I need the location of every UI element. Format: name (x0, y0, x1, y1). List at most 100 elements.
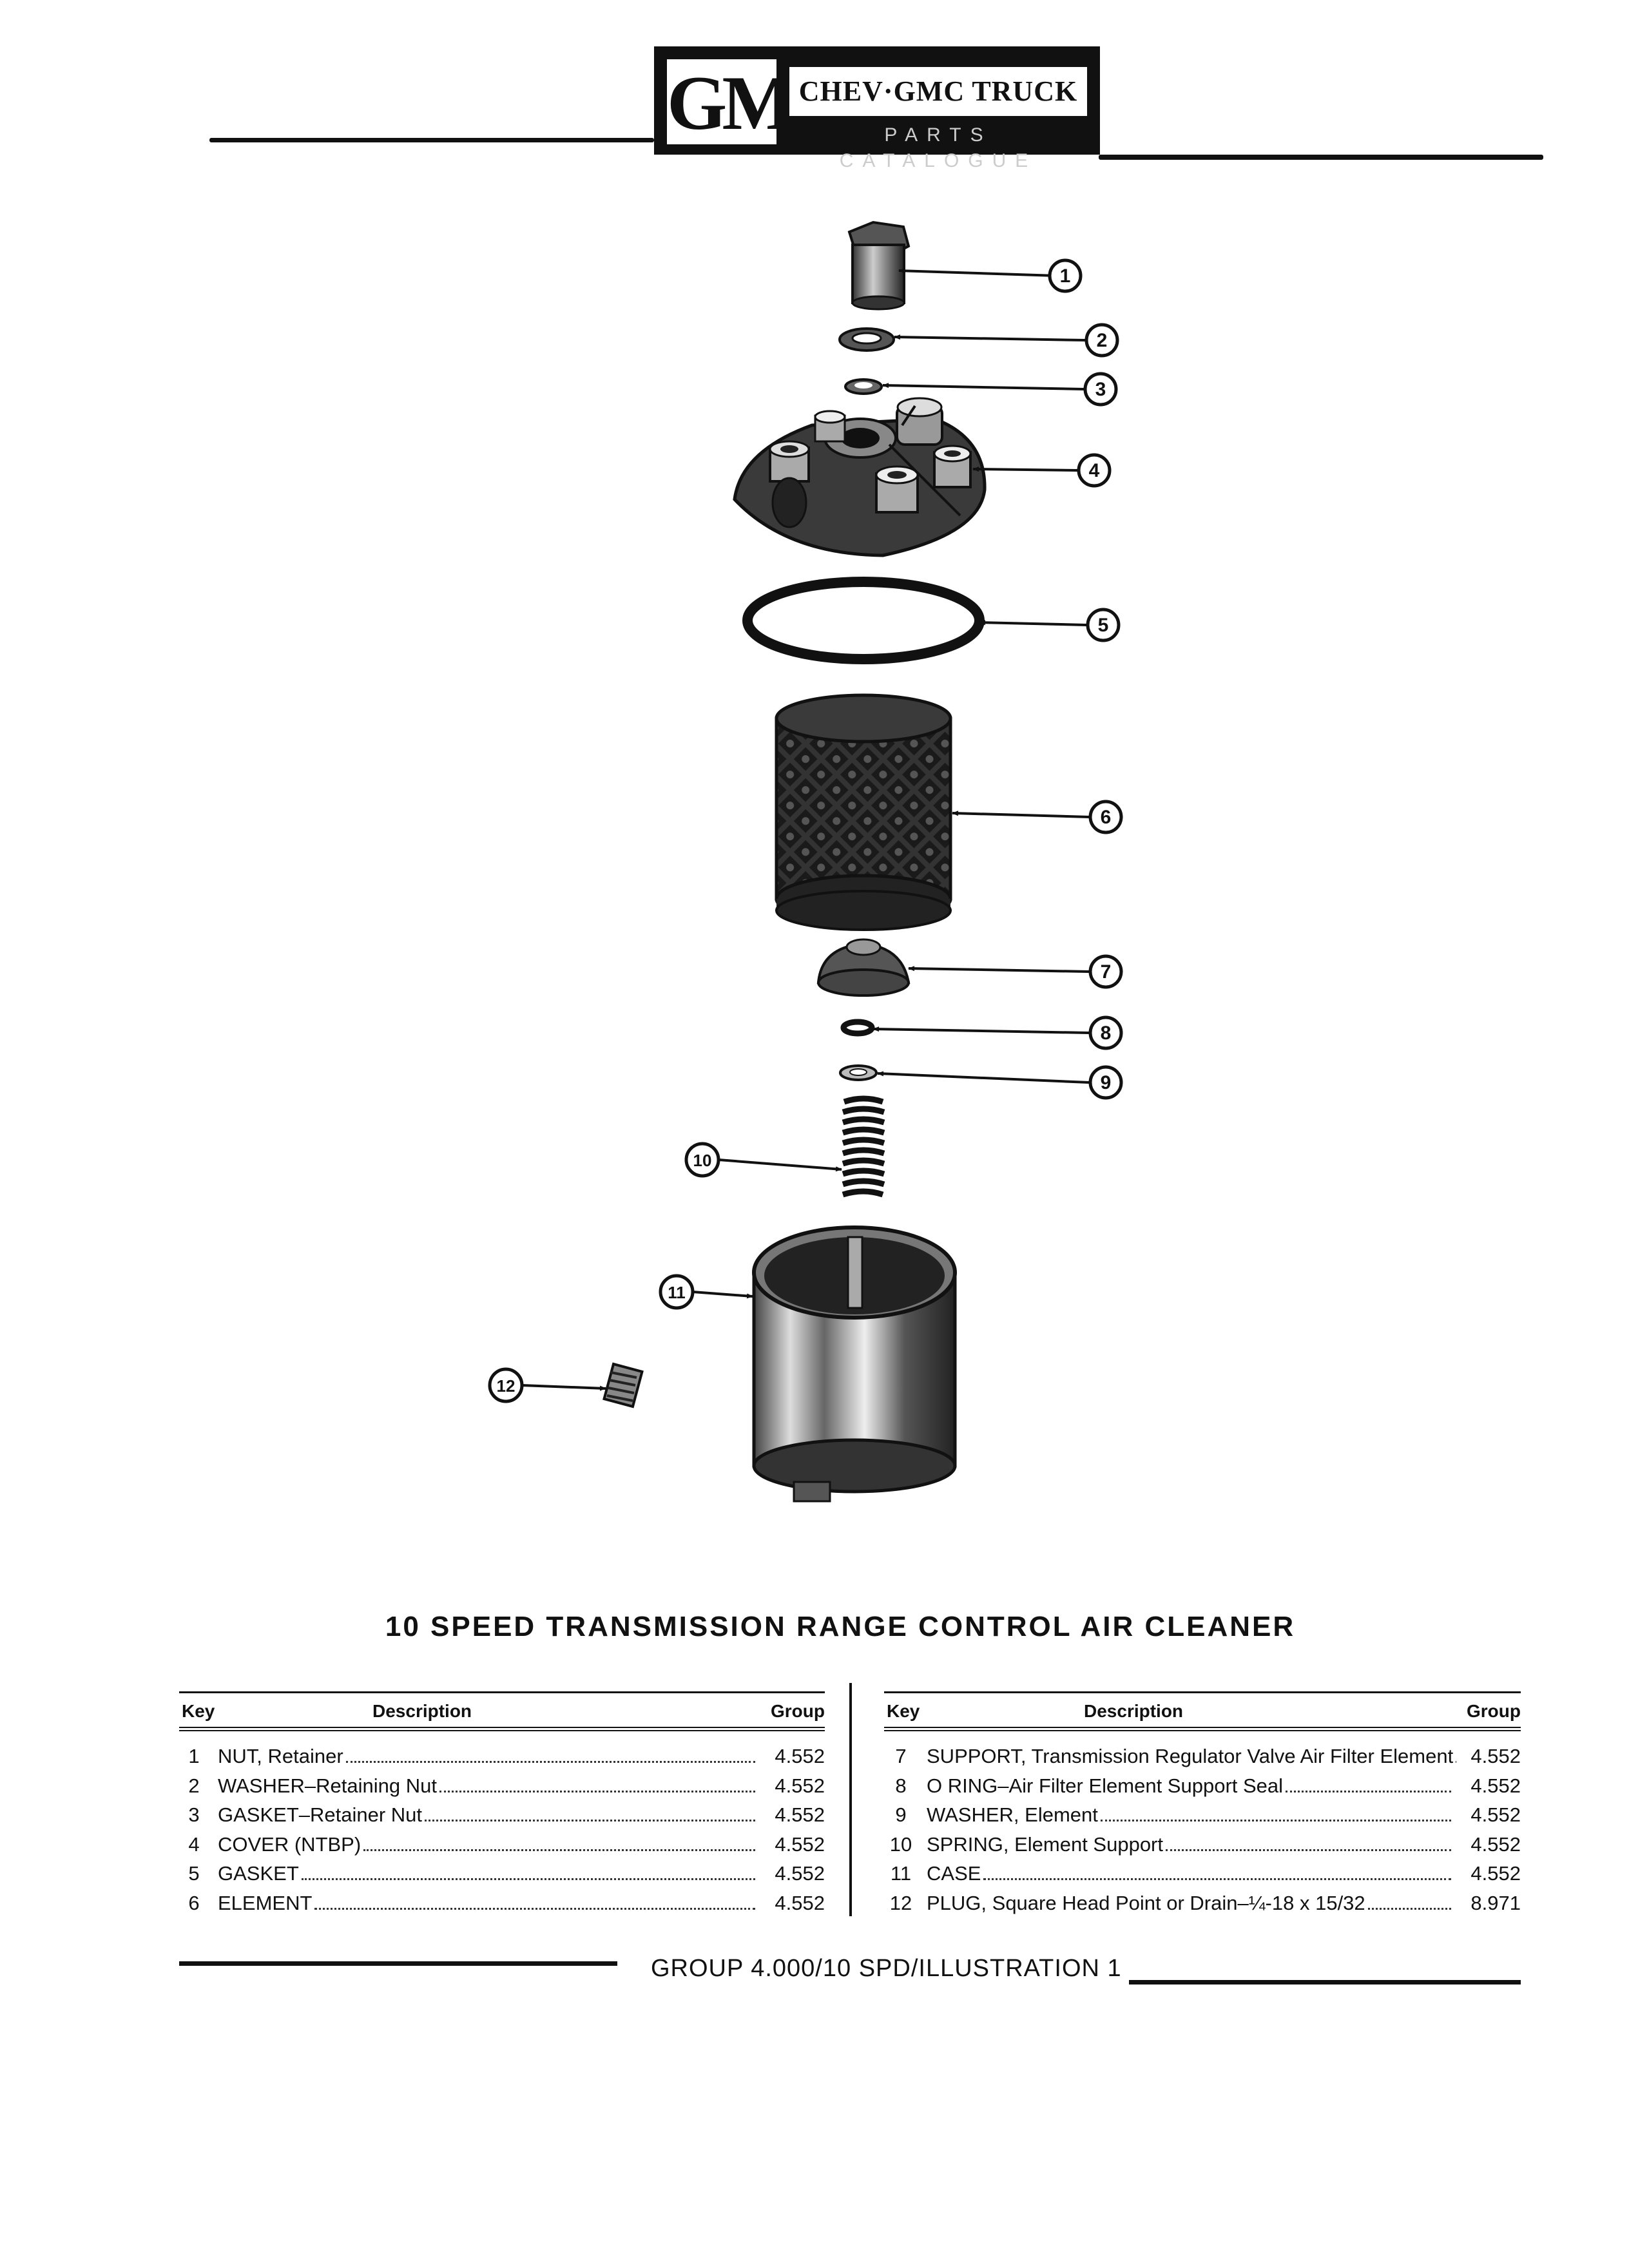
table-body: 1 NUT, Retainer 4.552 2 WASHER–Retaining… (179, 1731, 825, 1917)
callout-11: 11 (659, 1274, 695, 1310)
callout-5: 5 (1086, 608, 1121, 642)
table-row: 4 COVER (NTBP) 4.552 (179, 1830, 825, 1860)
exploded-view-illustration: 1 2 3 4 5 6 7 8 9 10 11 12 (488, 220, 1123, 1503)
svg-text:12: 12 (497, 1376, 516, 1396)
part-8-o-ring (840, 1019, 875, 1037)
part-description: WASHER–Retaining Nut (218, 1774, 437, 1797)
callout-leaders (521, 268, 1090, 1391)
part-6-element (775, 693, 952, 931)
part-description: CASE (927, 1862, 981, 1885)
header-rule (1099, 155, 1543, 160)
part-1-nut-retainer (847, 220, 911, 311)
part-description: COVER (NTBP) (218, 1832, 361, 1856)
svg-text:5: 5 (1098, 615, 1109, 636)
table-row: 8 O RING–Air Filter Element Support Seal… (884, 1771, 1521, 1801)
part-key: 4 (188, 1832, 200, 1856)
svg-text:9: 9 (1101, 1072, 1112, 1093)
part-group: 8.971 (1470, 1891, 1521, 1914)
part-key: 2 (188, 1774, 200, 1797)
part-description: NUT, Retainer (218, 1745, 343, 1767)
table-row: 9 WASHER, Element 4.552 (884, 1800, 1521, 1830)
column-header-group: Group (771, 1701, 825, 1721)
table-row: 2 WASHER–Retaining Nut 4.552 (179, 1771, 825, 1801)
callout-4: 4 (1077, 453, 1112, 488)
part-3-gasket (844, 378, 883, 395)
part-description: WASHER, Element (927, 1803, 1098, 1826)
svg-text:2: 2 (1097, 330, 1108, 351)
callout-6: 6 (1088, 800, 1123, 834)
svg-text:11: 11 (668, 1283, 686, 1302)
svg-text:7: 7 (1101, 961, 1112, 983)
table-row: 1 NUT, Retainer 4.552 (179, 1742, 825, 1771)
header-rule (209, 138, 654, 142)
part-description: O RING–Air Filter Element Support Seal (927, 1774, 1284, 1797)
part-description: GASKET–Retainer Nut (218, 1803, 423, 1826)
callout-9: 9 (1088, 1065, 1123, 1100)
part-key: 3 (188, 1803, 200, 1826)
part-group: 4.552 (775, 1862, 825, 1885)
part-key: 6 (188, 1891, 200, 1914)
illustration-title: 10 SPEED TRANSMISSION RANGE CONTROL AIR … (385, 1611, 1296, 1642)
table-body: 7 SUPPORT, Transmission Regulator Valve … (884, 1731, 1521, 1917)
callout-2: 2 (1084, 323, 1119, 358)
callout-3: 3 (1083, 372, 1118, 407)
part-key: 10 (889, 1832, 912, 1856)
svg-text:1: 1 (1060, 265, 1071, 287)
part-key: 11 (890, 1862, 912, 1885)
part-key: 7 (895, 1745, 907, 1767)
parts-table-left: Key Description Group 1 NUT, Retainer 4.… (179, 1691, 825, 1917)
part-key: 12 (889, 1891, 912, 1914)
column-header-description: Description (1084, 1701, 1184, 1721)
column-header-key: Key (182, 1701, 215, 1721)
svg-text:6: 6 (1101, 807, 1112, 828)
part-7-support (816, 938, 911, 997)
part-description: ELEMENT (218, 1891, 313, 1914)
column-divider (849, 1683, 852, 1916)
svg-text:8: 8 (1101, 1023, 1112, 1044)
part-group: 4.552 (775, 1803, 825, 1826)
part-key: 1 (188, 1745, 200, 1767)
part-group: 4.552 (775, 1891, 825, 1914)
column-header-description: Description (372, 1701, 472, 1721)
column-header-group: Group (1467, 1701, 1521, 1721)
column-header-key: Key (887, 1701, 920, 1721)
part-key: 8 (895, 1774, 907, 1797)
part-description: SPRING, Element Support (927, 1832, 1163, 1856)
svg-text:4: 4 (1089, 460, 1100, 481)
footer-rule (179, 1961, 617, 1966)
svg-text:10: 10 (693, 1151, 712, 1170)
catalogue-logo: GM CHEV·GMC TRUCK PARTS CATALOGUE (654, 46, 1100, 171)
table-row: 12 PLUG, Square Head Point or Drain–¼-18… (884, 1888, 1521, 1918)
part-group: 4.552 (775, 1774, 825, 1797)
part-2-washer (838, 327, 895, 352)
part-group: 4.552 (1470, 1745, 1521, 1767)
part-11-case (752, 1225, 957, 1503)
callout-1: 1 (1048, 258, 1083, 293)
part-4-cover (733, 397, 987, 557)
part-group: 4.552 (775, 1832, 825, 1856)
table-row: 5 GASKET 4.552 (179, 1859, 825, 1888)
part-12-plug (602, 1362, 644, 1408)
table-row: 6 ELEMENT 4.552 (179, 1888, 825, 1918)
callout-10: 10 (684, 1142, 720, 1178)
table-header: Key Description Group (884, 1691, 1521, 1731)
table-row: 10 SPRING, Element Support 4.552 (884, 1830, 1521, 1860)
part-group: 4.552 (1470, 1774, 1521, 1797)
part-10-spring (842, 1095, 885, 1198)
table-header: Key Description Group (179, 1691, 825, 1731)
table-row: 11 CASE 4.552 (884, 1859, 1521, 1888)
part-description: PLUG, Square Head Point or Drain–¼-18 x … (927, 1891, 1365, 1914)
svg-text:3: 3 (1095, 379, 1106, 400)
callout-8: 8 (1088, 1015, 1123, 1050)
part-key: 5 (188, 1862, 200, 1885)
part-group: 4.552 (1470, 1803, 1521, 1826)
part-9-washer (839, 1064, 878, 1081)
callout-7: 7 (1088, 954, 1123, 989)
part-description: GASKET (218, 1862, 299, 1885)
part-key: 9 (895, 1803, 907, 1826)
callout-12: 12 (488, 1367, 524, 1403)
part-5-gasket (742, 577, 985, 664)
part-group: 4.552 (1470, 1862, 1521, 1885)
catalogue-subtitle: PARTS CATALOGUE (839, 124, 1037, 171)
part-group: 4.552 (1470, 1832, 1521, 1856)
